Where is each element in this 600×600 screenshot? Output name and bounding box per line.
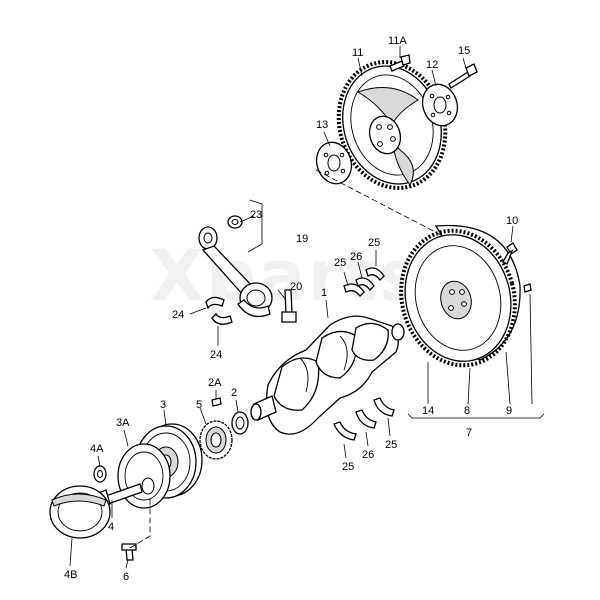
callout-15: 15: [458, 45, 470, 57]
callout-19: 19: [296, 233, 308, 245]
small-bolt: [389, 54, 411, 72]
rod-bolt: [281, 289, 297, 323]
callout-25-lower-right: 25: [385, 439, 397, 451]
callout-1: 1: [321, 287, 327, 299]
callout-14: 14: [422, 405, 434, 417]
callout-3: 3: [160, 399, 166, 411]
flexplate-assembly: [336, 60, 448, 190]
callout-20: 20: [290, 281, 302, 293]
callout-2: 2: [231, 387, 237, 399]
callout-26-upper: 26: [350, 251, 362, 263]
spacer-plate: [315, 141, 353, 185]
key-pin: [211, 397, 222, 407]
callout-24-left: 24: [172, 309, 184, 321]
callout-9: 9: [506, 405, 512, 417]
callout-25-upper-left: 25: [334, 257, 346, 269]
callout-13: 13: [316, 119, 328, 131]
small-end-bushing: [227, 215, 243, 229]
callout-26-lower: 26: [362, 449, 374, 461]
callout-6: 6: [123, 571, 129, 583]
callout-8: 8: [464, 405, 470, 417]
callout-4a: 4A: [90, 443, 104, 455]
main-bearing-shells-lower: [333, 397, 395, 441]
dual-mass-flywheel: [399, 224, 521, 368]
pulley-cover: [49, 485, 111, 539]
oil-seal: [231, 411, 249, 435]
shim-plate: [421, 83, 459, 127]
flywheel-bolt: [502, 242, 518, 265]
callout-4: 4: [108, 521, 114, 533]
flexplate-bolt: [448, 63, 478, 89]
callout-10: 10: [506, 215, 518, 227]
rod-bearing-shells: [205, 296, 233, 325]
callout-12: 12: [426, 59, 438, 71]
callout-7: 7: [466, 427, 472, 439]
callout-24-bottom: 24: [210, 349, 222, 361]
washer: [93, 465, 107, 483]
pulley-spacer: [117, 443, 171, 509]
connecting-rod: [198, 226, 273, 318]
callout-23: 23: [250, 209, 262, 221]
callout-11a: 11A: [388, 35, 407, 47]
callout-11: 11: [352, 47, 363, 59]
callout-4b: 4B: [64, 569, 77, 581]
callout-5: 5: [196, 399, 202, 411]
crank-sprocket: [199, 420, 233, 460]
pulley-bolt: [121, 543, 137, 561]
dowel-pin: [523, 283, 532, 293]
main-bearing-shells-upper: [343, 267, 385, 297]
callout-25-upper-right: 25: [368, 237, 380, 249]
crankshaft: [250, 315, 405, 435]
callout-3a: 3A: [116, 417, 130, 429]
leader-lines: [69, 46, 545, 569]
callout-labels: 11A 11 15 12 13 10 23 19 25 26 25 20 1 2…: [64, 35, 518, 583]
bolt-path-line: [129, 498, 151, 549]
bracket-19: [247, 199, 263, 253]
callout-25-lower-left: 25: [342, 461, 354, 473]
callout-2a: 2A: [208, 377, 222, 389]
